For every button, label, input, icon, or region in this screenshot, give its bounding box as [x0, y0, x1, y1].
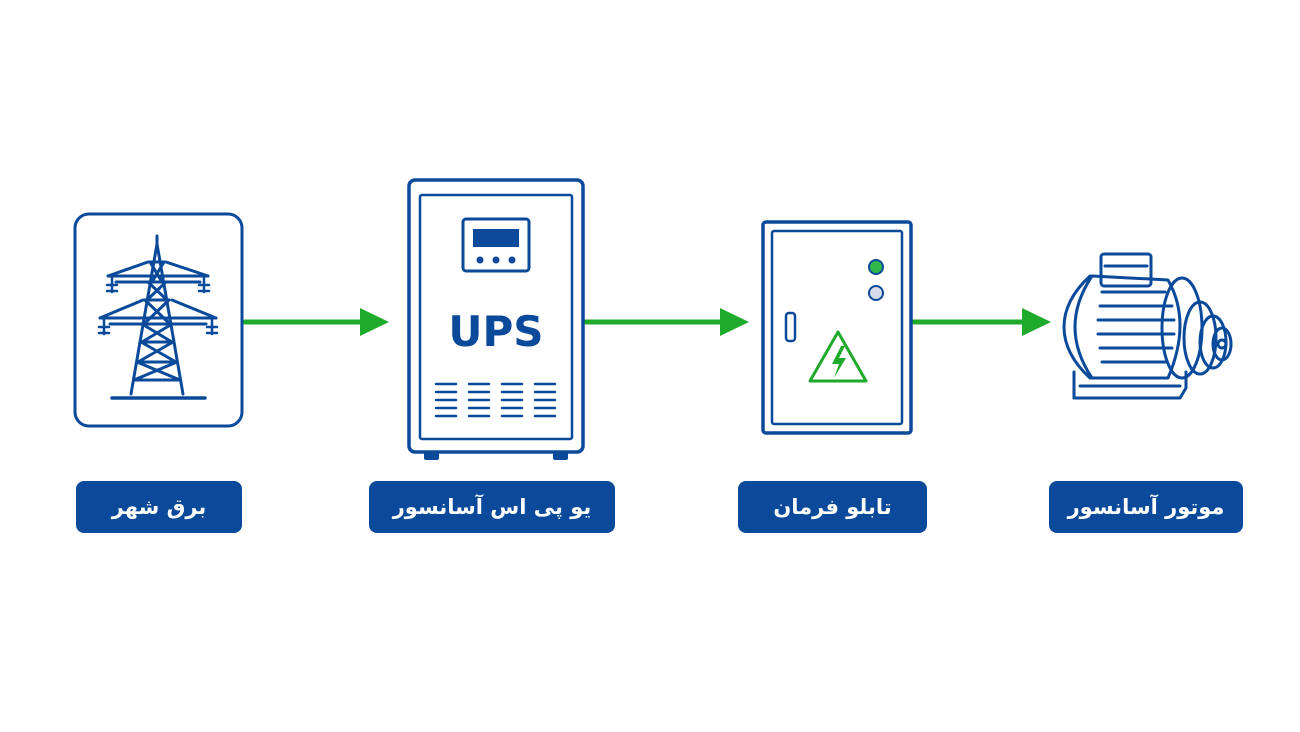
ups-display-icon	[461, 217, 531, 273]
high-voltage-warning-icon	[808, 330, 868, 383]
electric-motor-icon	[1062, 252, 1233, 400]
flow-arrow-city-to-ups	[242, 308, 389, 336]
flow-arrow-ups-to-panel	[582, 308, 749, 336]
label-city-power: برق شهر	[76, 481, 242, 533]
label-ups: یو پی اس آسانسور	[369, 481, 615, 533]
power-tower-icon	[73, 212, 244, 428]
ups-device-text: UPS	[448, 307, 543, 356]
ups-cabinet-icon	[407, 178, 585, 460]
label-elevator-motor: موتور آسانسور	[1049, 481, 1243, 533]
flow-arrow-panel-to-motor	[910, 308, 1051, 336]
electrical-panel-icon	[761, 220, 913, 435]
label-control-panel: تابلو فرمان	[738, 481, 927, 533]
ups-vents-icon	[434, 382, 557, 418]
